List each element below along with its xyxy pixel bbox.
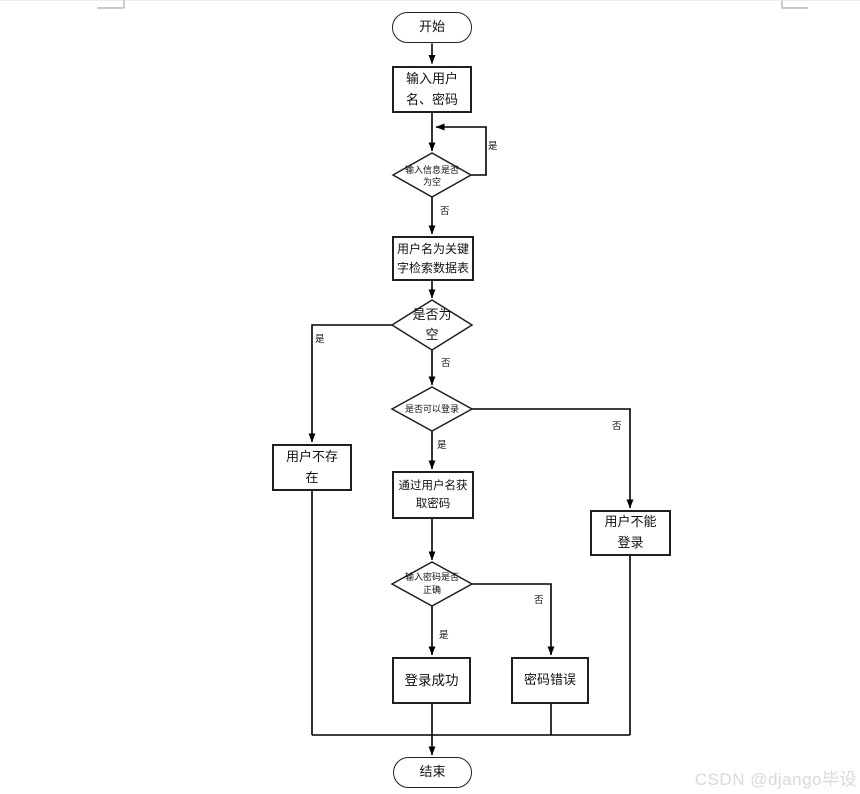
edge-can-login-no-to-cannot-login bbox=[472, 408, 634, 509]
edge-label-result-empty-yes: 是 bbox=[315, 334, 325, 345]
node-password-error: 密码错误 bbox=[511, 657, 589, 704]
node-input-credentials: 输入用户 名、密码 bbox=[392, 66, 472, 113]
diamond-check-input-empty bbox=[391, 152, 473, 198]
edge-label-input-empty-no: 否 bbox=[440, 206, 450, 217]
page-corner-mark-right bbox=[781, 0, 808, 9]
edge-pwd-no-to-password-error bbox=[472, 583, 555, 656]
diamond-password-correct bbox=[390, 561, 474, 607]
page-corner-mark-left bbox=[97, 0, 125, 9]
edge-label-password-yes: 是 bbox=[439, 630, 449, 641]
edge-label-can-login-no: 否 bbox=[612, 421, 622, 432]
node-get-password: 通过用户名获 取密码 bbox=[392, 471, 474, 519]
node-user-not-exist: 用户不存 在 bbox=[272, 444, 352, 491]
diamond-can-login bbox=[390, 386, 474, 432]
edge-label-result-empty-no: 否 bbox=[441, 358, 451, 369]
top-edge-divider bbox=[0, 0, 860, 1]
csdn-watermark: CSDN @django毕设 bbox=[694, 770, 857, 789]
edge-check-empty-yes-loop bbox=[435, 123, 487, 176]
edge-is-empty-yes-to-user-not-exist bbox=[308, 324, 392, 443]
node-login-success: 登录成功 bbox=[392, 657, 471, 704]
edge-label-input-empty-yes: 是 bbox=[488, 141, 498, 152]
edge-label-password-no: 否 bbox=[534, 595, 544, 606]
node-end: 结束 bbox=[393, 757, 472, 788]
edge-label-can-login-yes: 是 bbox=[437, 440, 447, 451]
diamond-is-result-empty bbox=[390, 299, 474, 351]
node-search-table: 用户名为关键 字检索数据表 bbox=[392, 236, 474, 281]
node-start: 开始 bbox=[392, 12, 472, 43]
node-user-cannot-login: 用户不能 登录 bbox=[590, 510, 671, 556]
